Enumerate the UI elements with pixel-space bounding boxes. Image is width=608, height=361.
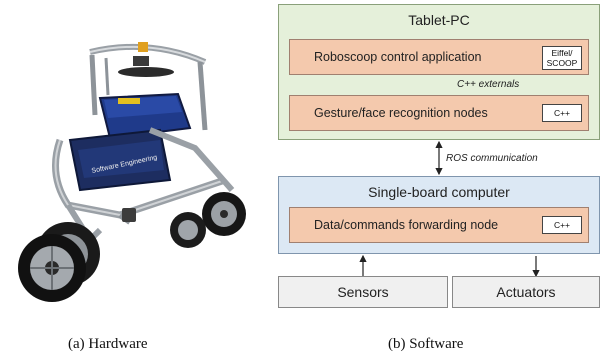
eiffel-scoop-tag: Eiffel/ SCOOP (542, 46, 582, 70)
forwarding-node: Data/commands forwarding node C++ (289, 207, 589, 243)
cpp-tag: C++ (542, 104, 582, 122)
caption-software: (b) Software (388, 336, 464, 352)
caption-hardware: (a) Hardware (68, 336, 148, 352)
rear-wheel-front (18, 234, 86, 302)
actuators-box: Actuators (452, 276, 600, 308)
front-wheel-left (170, 212, 206, 248)
front-wheel-right (202, 192, 246, 236)
gesture-nodes-label: Gesture/face recognition nodes (314, 106, 488, 120)
tablet-pc-title: Tablet-PC (408, 12, 470, 28)
cpp-tag: C++ (542, 216, 582, 234)
ros-communication-label: ROS communication (446, 153, 538, 164)
sbc-panel: Single-board computer Data/commands forw… (278, 176, 600, 254)
tablet-pc-panel: Tablet-PC Roboscoop control application … (278, 4, 600, 140)
sensors-box: Sensors (278, 276, 448, 308)
sbc-title: Single-board computer (368, 184, 510, 200)
control-app-node: Roboscoop control application Eiffel/ SC… (289, 39, 589, 75)
walker-robot-photo: Software Engineering (18, 42, 246, 302)
control-app-label: Roboscoop control application (314, 50, 482, 64)
cpp-externals-label: C++ externals (457, 79, 520, 90)
tag-line-2: SCOOP (546, 58, 578, 68)
tag-line-1: Eiffel/ (551, 48, 573, 58)
forwarding-node-label: Data/commands forwarding node (314, 218, 499, 232)
gesture-nodes-node: Gesture/face recognition nodes C++ (289, 95, 589, 131)
